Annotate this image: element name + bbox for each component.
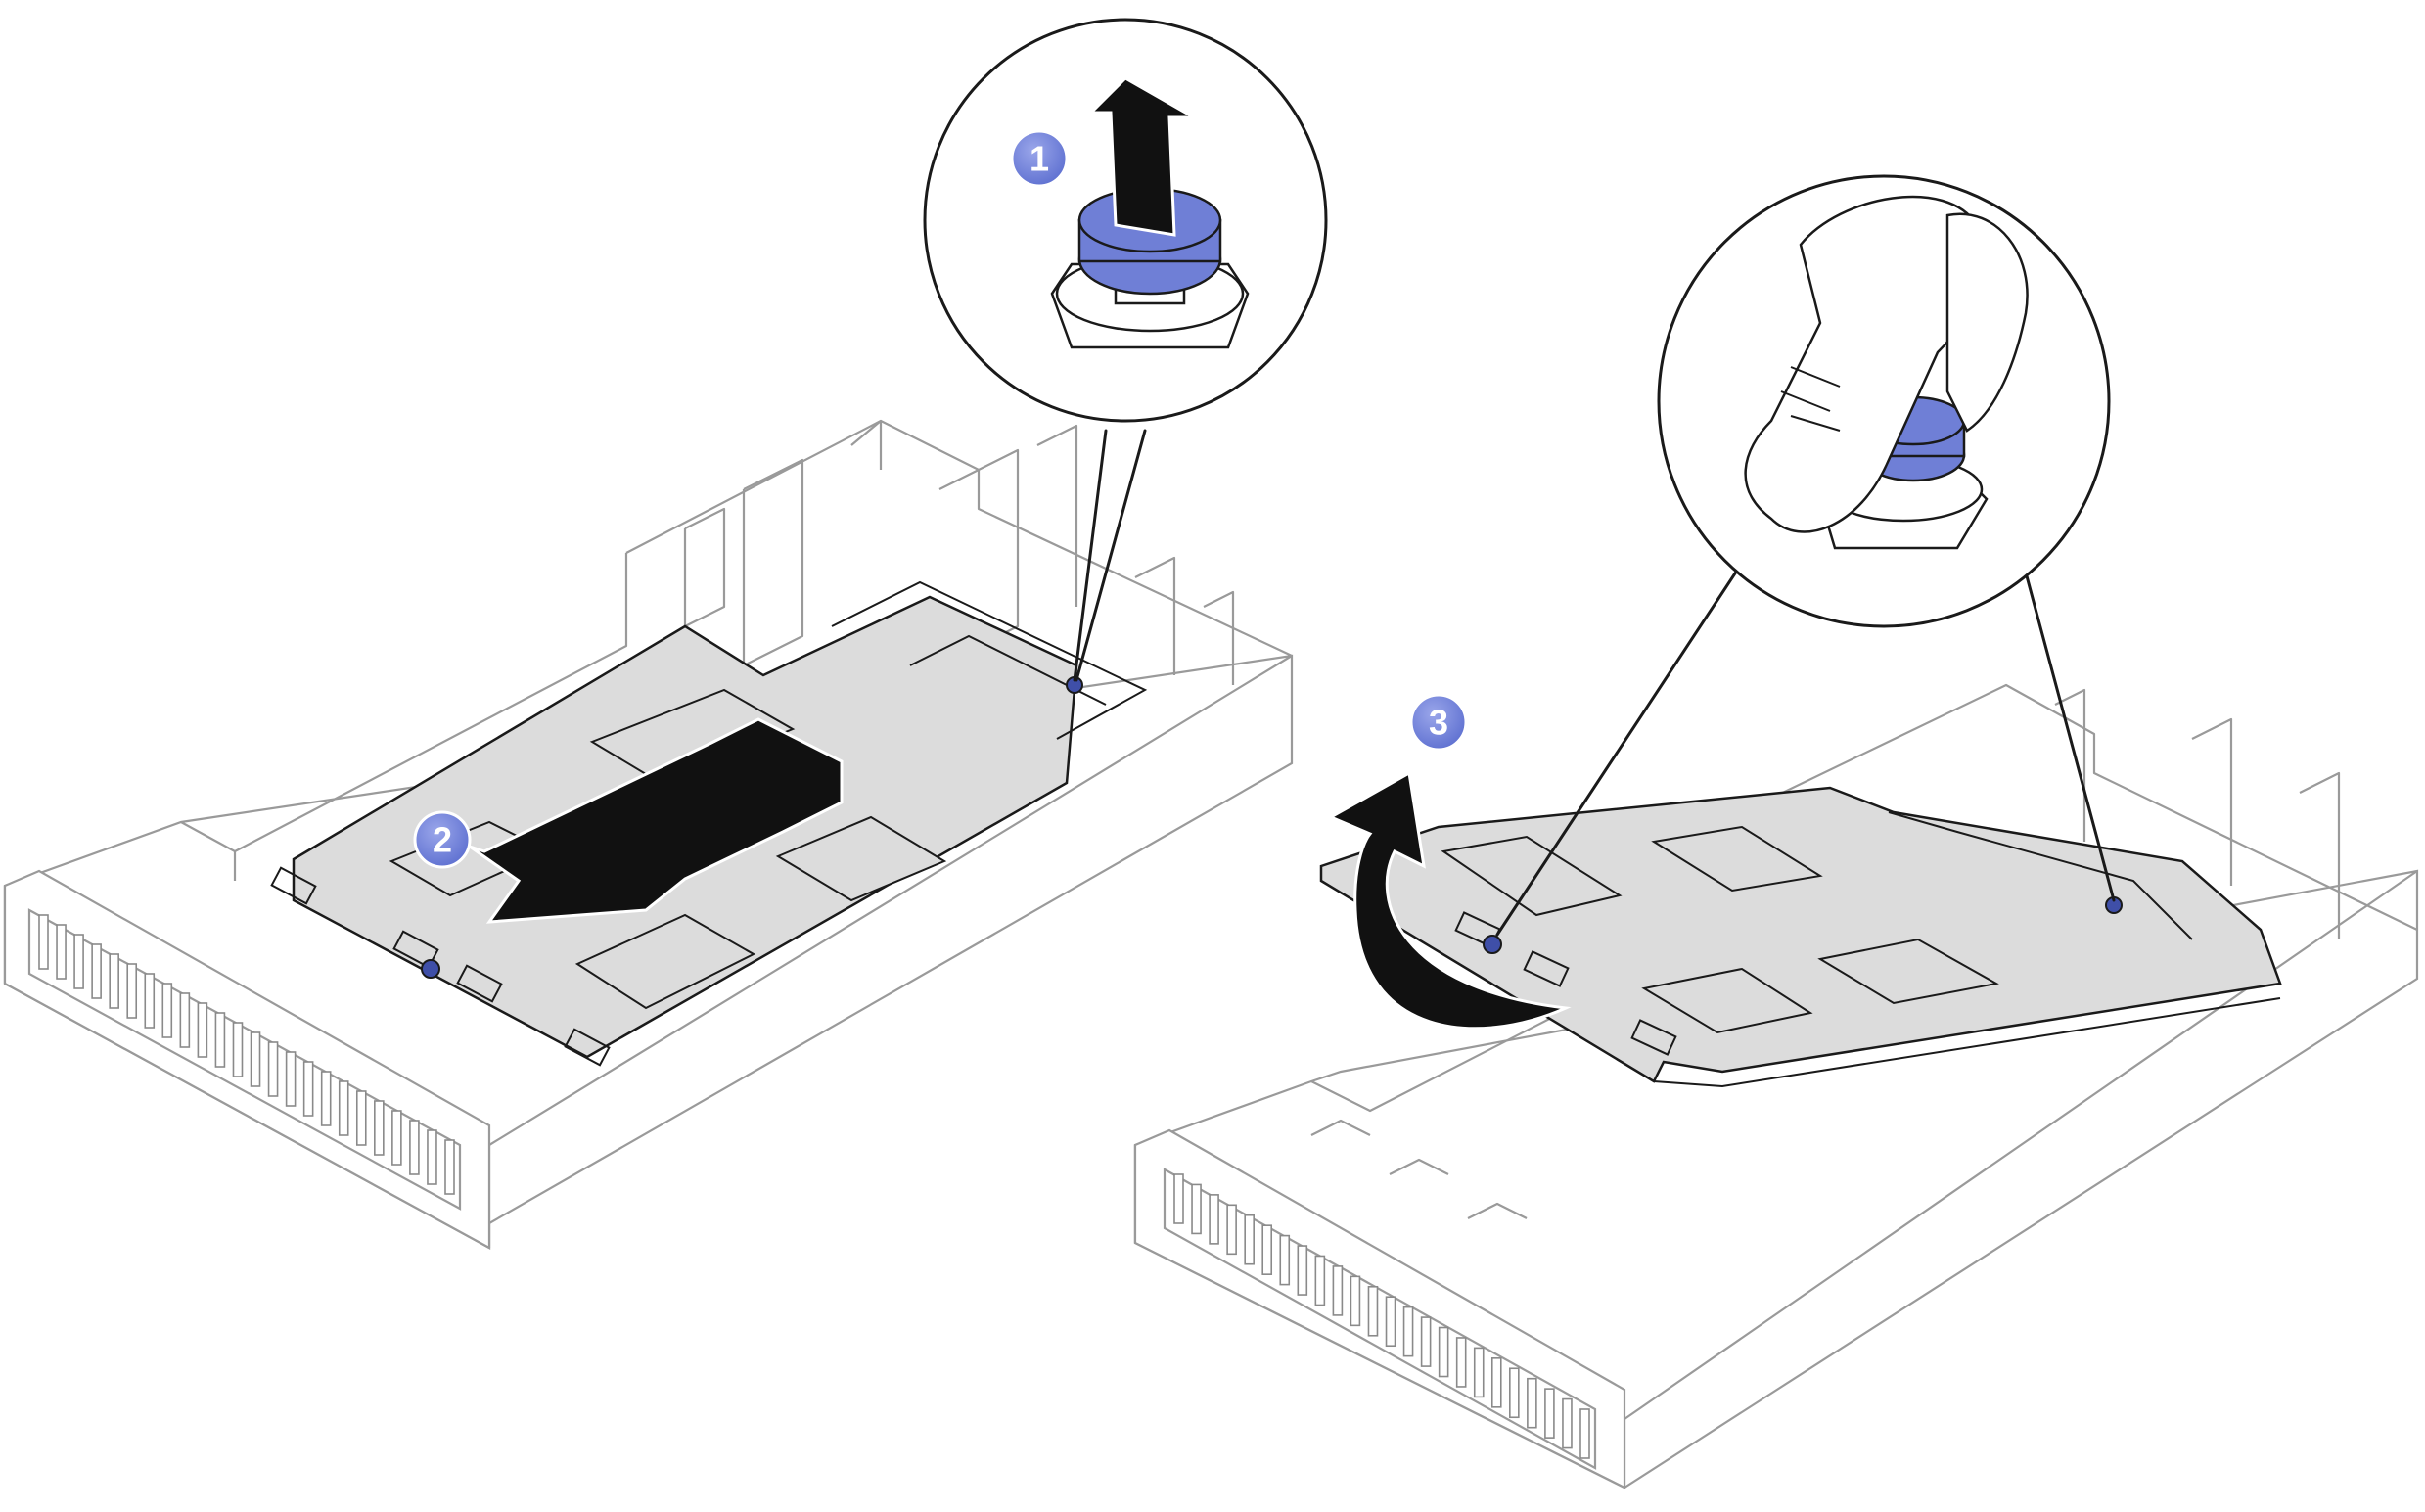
drive-bay-slot xyxy=(1261,1224,1273,1275)
drive-bay-slot xyxy=(1509,1367,1520,1419)
drive-bay-slot xyxy=(126,963,138,1019)
drive-bay-slot xyxy=(1490,1357,1502,1408)
drive-bay-slot xyxy=(91,943,102,999)
front-thumbscrew-icon xyxy=(421,959,440,979)
drive-bay-slot xyxy=(161,983,173,1038)
drive-bay-slot xyxy=(1385,1296,1396,1348)
drive-bay-slot xyxy=(1527,1377,1537,1429)
drive-bay-slot xyxy=(214,1012,226,1068)
step-badge-1: 1 xyxy=(1010,129,1069,188)
step-number-1: 1 xyxy=(1029,139,1049,179)
drive-bay-slot xyxy=(338,1080,349,1136)
drive-bay-slot xyxy=(409,1120,420,1175)
drive-bay-slot xyxy=(320,1071,332,1126)
drive-bay-slot xyxy=(1367,1285,1379,1337)
drive-bay-slot xyxy=(1455,1337,1467,1388)
step1-callout xyxy=(923,18,1328,682)
step-number-3: 3 xyxy=(1429,703,1448,743)
drive-bay-slot xyxy=(427,1129,437,1185)
step-number-2: 2 xyxy=(433,820,452,860)
drive-bay-slot xyxy=(1226,1204,1237,1256)
drive-bay-slot xyxy=(1420,1316,1432,1367)
drive-bay-slot xyxy=(374,1100,385,1156)
drive-bay-slot xyxy=(1402,1306,1414,1357)
drive-bay-slot xyxy=(355,1090,367,1146)
drive-bay-slot xyxy=(302,1061,314,1117)
drive-bay-slot xyxy=(179,992,191,1048)
step-badge-2: 2 xyxy=(413,810,472,869)
drive-bay-slot xyxy=(232,1022,244,1077)
drive-bay-slot xyxy=(109,953,119,1009)
drive-bay-slot xyxy=(1544,1388,1555,1439)
drive-bay-slot xyxy=(1314,1255,1326,1306)
drive-bay-slot xyxy=(1173,1173,1184,1224)
drive-bay-slot xyxy=(144,973,156,1029)
drive-bay-slot xyxy=(1279,1234,1291,1286)
drive-bay-slot xyxy=(250,1031,261,1087)
right-drive-bays xyxy=(1173,1173,1590,1459)
step3-lift-arrow xyxy=(1327,770,1572,1031)
drive-bay-slot xyxy=(73,934,84,989)
drive-bay-slot xyxy=(1579,1408,1590,1459)
step-badge-3: 3 xyxy=(1409,693,1468,752)
drive-bay-slot xyxy=(391,1110,402,1166)
step2-slide-arrow xyxy=(469,717,844,924)
drive-bay-slot xyxy=(1244,1214,1255,1265)
drive-bay-slot xyxy=(1350,1275,1361,1327)
drive-bay-slot xyxy=(1209,1194,1219,1245)
drive-bay-slot xyxy=(38,914,49,970)
drive-bay-slot xyxy=(56,924,67,980)
drive-bay-slot xyxy=(267,1041,279,1097)
front-thumbscrew-icon-right xyxy=(1483,935,1502,954)
left-drive-bays xyxy=(38,914,455,1195)
drive-bay-slot xyxy=(1191,1183,1202,1235)
drive-bay-slot xyxy=(1473,1347,1485,1398)
drive-bay-slot xyxy=(444,1139,455,1195)
step1-arrow-up-icon xyxy=(1087,76,1200,237)
drive-bay-slot xyxy=(1297,1245,1308,1296)
drive-bay-slot xyxy=(1332,1265,1344,1316)
drive-bay-slot xyxy=(197,1002,208,1058)
drive-bay-slot xyxy=(1562,1397,1573,1449)
drive-bay-slot xyxy=(285,1051,297,1107)
step3-callout xyxy=(1495,174,2116,937)
drive-bay-slot xyxy=(1438,1326,1449,1378)
